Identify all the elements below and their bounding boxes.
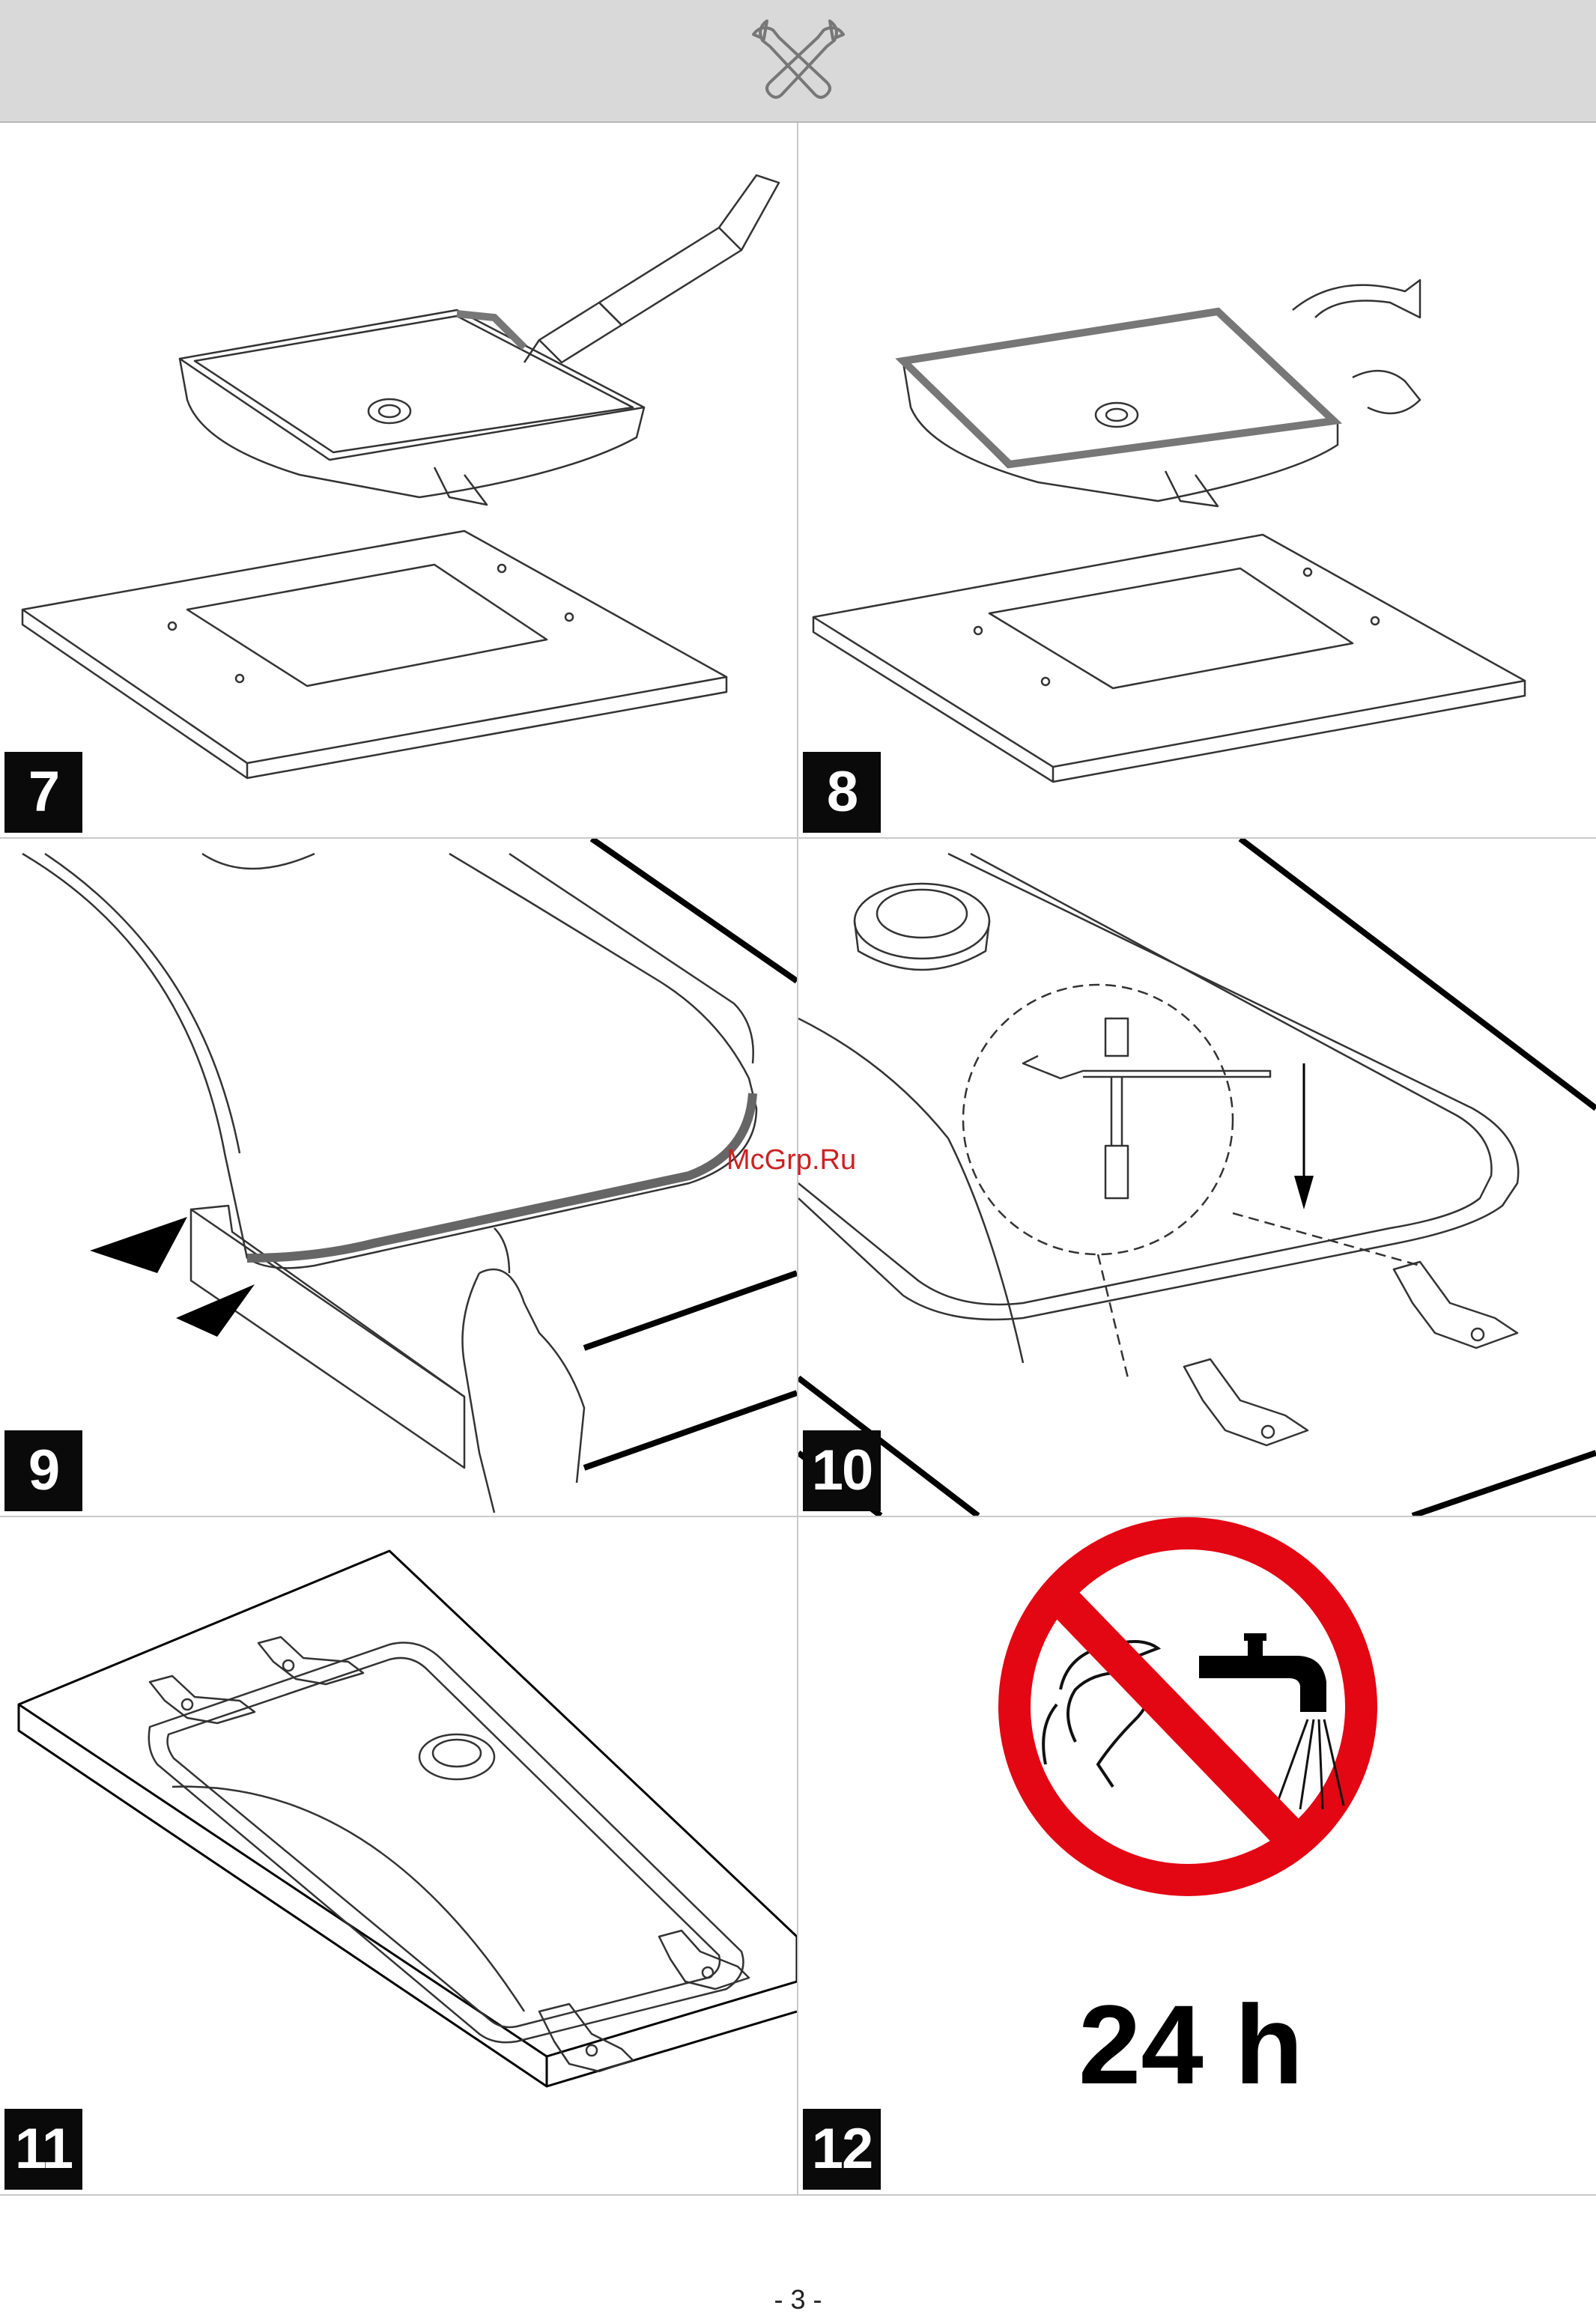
step-number-12: 12 bbox=[803, 2109, 881, 2190]
watermark: McGrp.Ru bbox=[726, 1144, 856, 1176]
curing-time-text: 24 h bbox=[1049, 1985, 1333, 2104]
step-8-illustration bbox=[798, 123, 1596, 837]
panel-step-7: 7 bbox=[0, 123, 797, 837]
panel-step-11: 11 bbox=[0, 1517, 797, 2194]
page-number: - 3 - bbox=[0, 2284, 1596, 2316]
step-11-illustration bbox=[0, 1517, 797, 2194]
step-number-8: 8 bbox=[803, 752, 881, 833]
step-7-illustration bbox=[0, 123, 797, 837]
crossed-wrenches-icon bbox=[746, 7, 851, 112]
step-number-9: 9 bbox=[4, 1430, 82, 1511]
panel-step-8: 8 bbox=[798, 123, 1596, 837]
step-number-11: 11 bbox=[4, 2109, 82, 2190]
grid-divider-bottom bbox=[0, 2194, 1596, 2196]
panel-step-9: 9 bbox=[0, 839, 797, 1516]
step-10-illustration bbox=[798, 839, 1596, 1516]
panel-step-10: 10 bbox=[798, 839, 1596, 1516]
step-9-illustration bbox=[0, 839, 797, 1516]
header-bar bbox=[0, 0, 1596, 123]
step-number-7: 7 bbox=[4, 752, 82, 833]
step-number-10: 10 bbox=[803, 1430, 881, 1511]
